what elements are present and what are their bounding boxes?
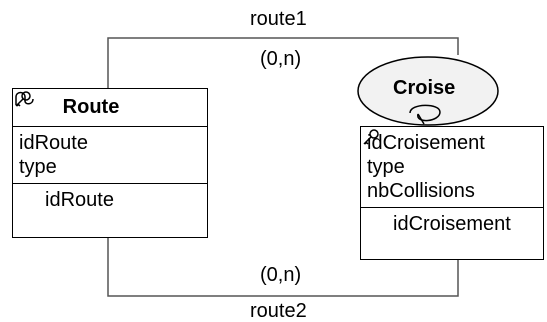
key-icon (363, 129, 387, 234)
reflexive-loop-icon (409, 104, 441, 125)
relation-ellipse[interactable] (357, 56, 499, 126)
key-attribute: idRoute (45, 189, 114, 211)
association-label-route1: route1 (250, 8, 307, 30)
entity-route-title: Route (62, 96, 120, 118)
attribute: idCroisement (367, 132, 485, 154)
association-line-route2 (107, 238, 459, 297)
entity-route-header: Route (13, 89, 207, 127)
cardinality-route1: (0,n) (260, 48, 302, 70)
attribute: nbCollisions (367, 180, 475, 202)
attribute: idRoute (19, 132, 88, 154)
reflexive-loop-icon (15, 91, 157, 118)
entity-route-attributes: idRoute type (13, 127, 207, 184)
key-attribute: idCroisement (393, 213, 511, 235)
entity-croisement-key: idCroisement (361, 129, 543, 240)
entity-croisement-attributes: idCroisement type nbCollisions (361, 127, 543, 208)
association-line-route1 (107, 37, 459, 88)
cardinality-route2: (0,n) (260, 264, 302, 286)
attribute: type (19, 156, 57, 178)
entity-route[interactable]: Route idRoute type idRoute (12, 88, 208, 238)
association-label-route2: route2 (250, 300, 307, 322)
entity-croisement[interactable]: idCroisement type nbCollisions idCroisem… (360, 126, 544, 260)
relation-name: Croise (393, 77, 456, 99)
attribute: type (367, 156, 405, 178)
entity-route-key: idRoute (13, 91, 207, 216)
key-icon (15, 91, 39, 210)
